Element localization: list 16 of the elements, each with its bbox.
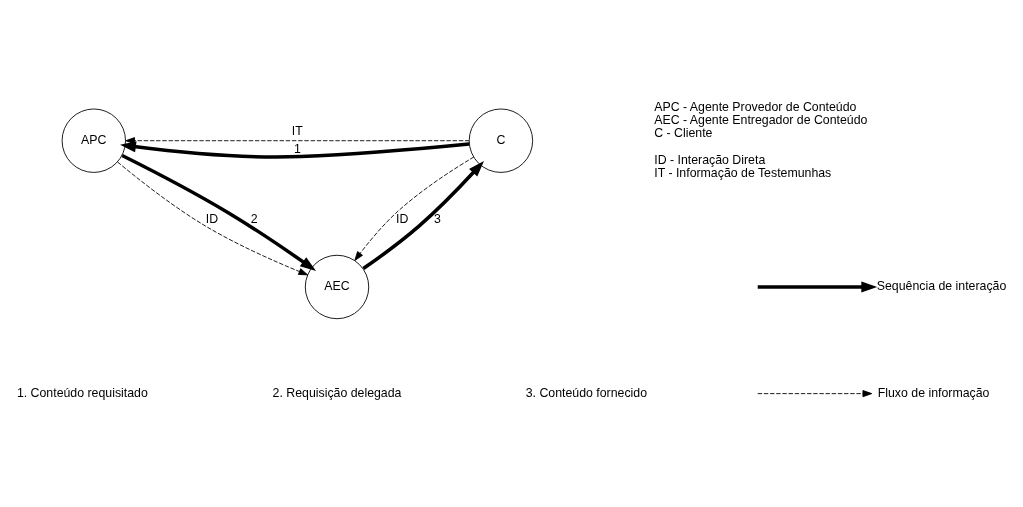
legend-label: Fluxo de informação xyxy=(877,385,990,400)
legend-label: Sequência de interação xyxy=(876,279,1007,294)
label: 1. Conteúdo requisitado xyxy=(16,385,148,400)
edge-label: 2 xyxy=(250,211,258,226)
label: 3. Conteúdo fornecido xyxy=(525,385,648,400)
edge-label: ID xyxy=(205,211,219,226)
edge-label: 3 xyxy=(434,211,441,226)
label: 2. Requisição delegada xyxy=(272,385,402,400)
label: AEC - Agente Entregador de Conteúdo xyxy=(654,113,868,128)
label: APC - Agente Provedor de Conteúdo xyxy=(654,99,857,114)
edge-label: IT xyxy=(291,123,303,138)
edge-label: 1 xyxy=(293,142,301,157)
label: ID - Interação Direta xyxy=(654,152,766,167)
label: IT - Informação de Testemunhas xyxy=(654,166,832,181)
edge-label: ID xyxy=(396,211,409,226)
label: C - Cliente xyxy=(654,126,713,141)
